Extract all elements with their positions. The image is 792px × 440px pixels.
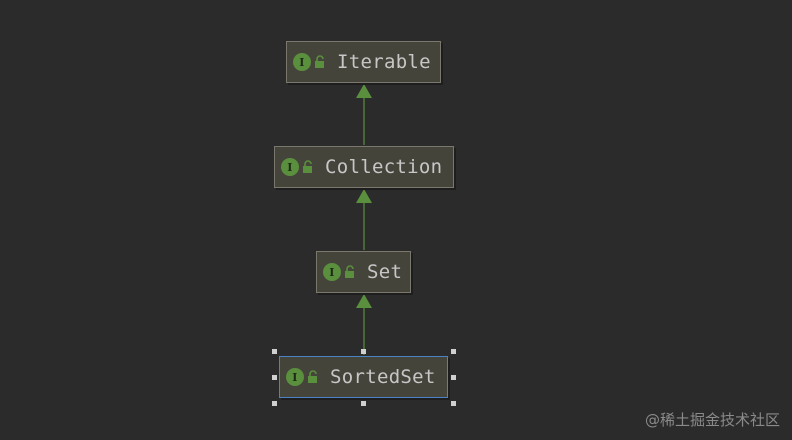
resize-handle-top[interactable] <box>361 349 366 354</box>
node-sortedset[interactable]: I SortedSet <box>279 356 448 398</box>
interface-icon: I <box>293 53 311 71</box>
unlock-icon <box>308 370 317 383</box>
resize-handle-top-left[interactable] <box>272 349 277 354</box>
node-label: Collection <box>325 156 443 178</box>
node-set[interactable]: I Set <box>316 251 411 293</box>
interface-icon: I <box>281 158 299 176</box>
resize-handle-bottom[interactable] <box>361 401 366 406</box>
resize-handle-top-right[interactable] <box>451 349 456 354</box>
unlock-icon <box>315 55 324 68</box>
unlock-icon <box>303 160 312 173</box>
watermark: @稀土掘金技术社区 <box>644 411 780 429</box>
resize-handle-left[interactable] <box>272 375 277 380</box>
resize-handle-bottom-right[interactable] <box>451 401 456 406</box>
node-label: Set <box>367 261 403 283</box>
node-collection[interactable]: I Collection <box>274 146 454 188</box>
unlock-icon <box>345 265 354 278</box>
edge-collection-to-iterable <box>356 84 372 145</box>
interface-icon: I <box>323 263 341 281</box>
edge-sortedset-to-set <box>356 294 372 355</box>
interface-icon: I <box>286 368 304 386</box>
node-label: SortedSet <box>330 366 436 388</box>
resize-handle-right[interactable] <box>451 375 456 380</box>
node-iterable[interactable]: I Iterable <box>286 41 441 83</box>
edge-set-to-collection <box>356 189 372 250</box>
resize-handle-bottom-left[interactable] <box>272 401 277 406</box>
node-label: Iterable <box>337 51 431 73</box>
